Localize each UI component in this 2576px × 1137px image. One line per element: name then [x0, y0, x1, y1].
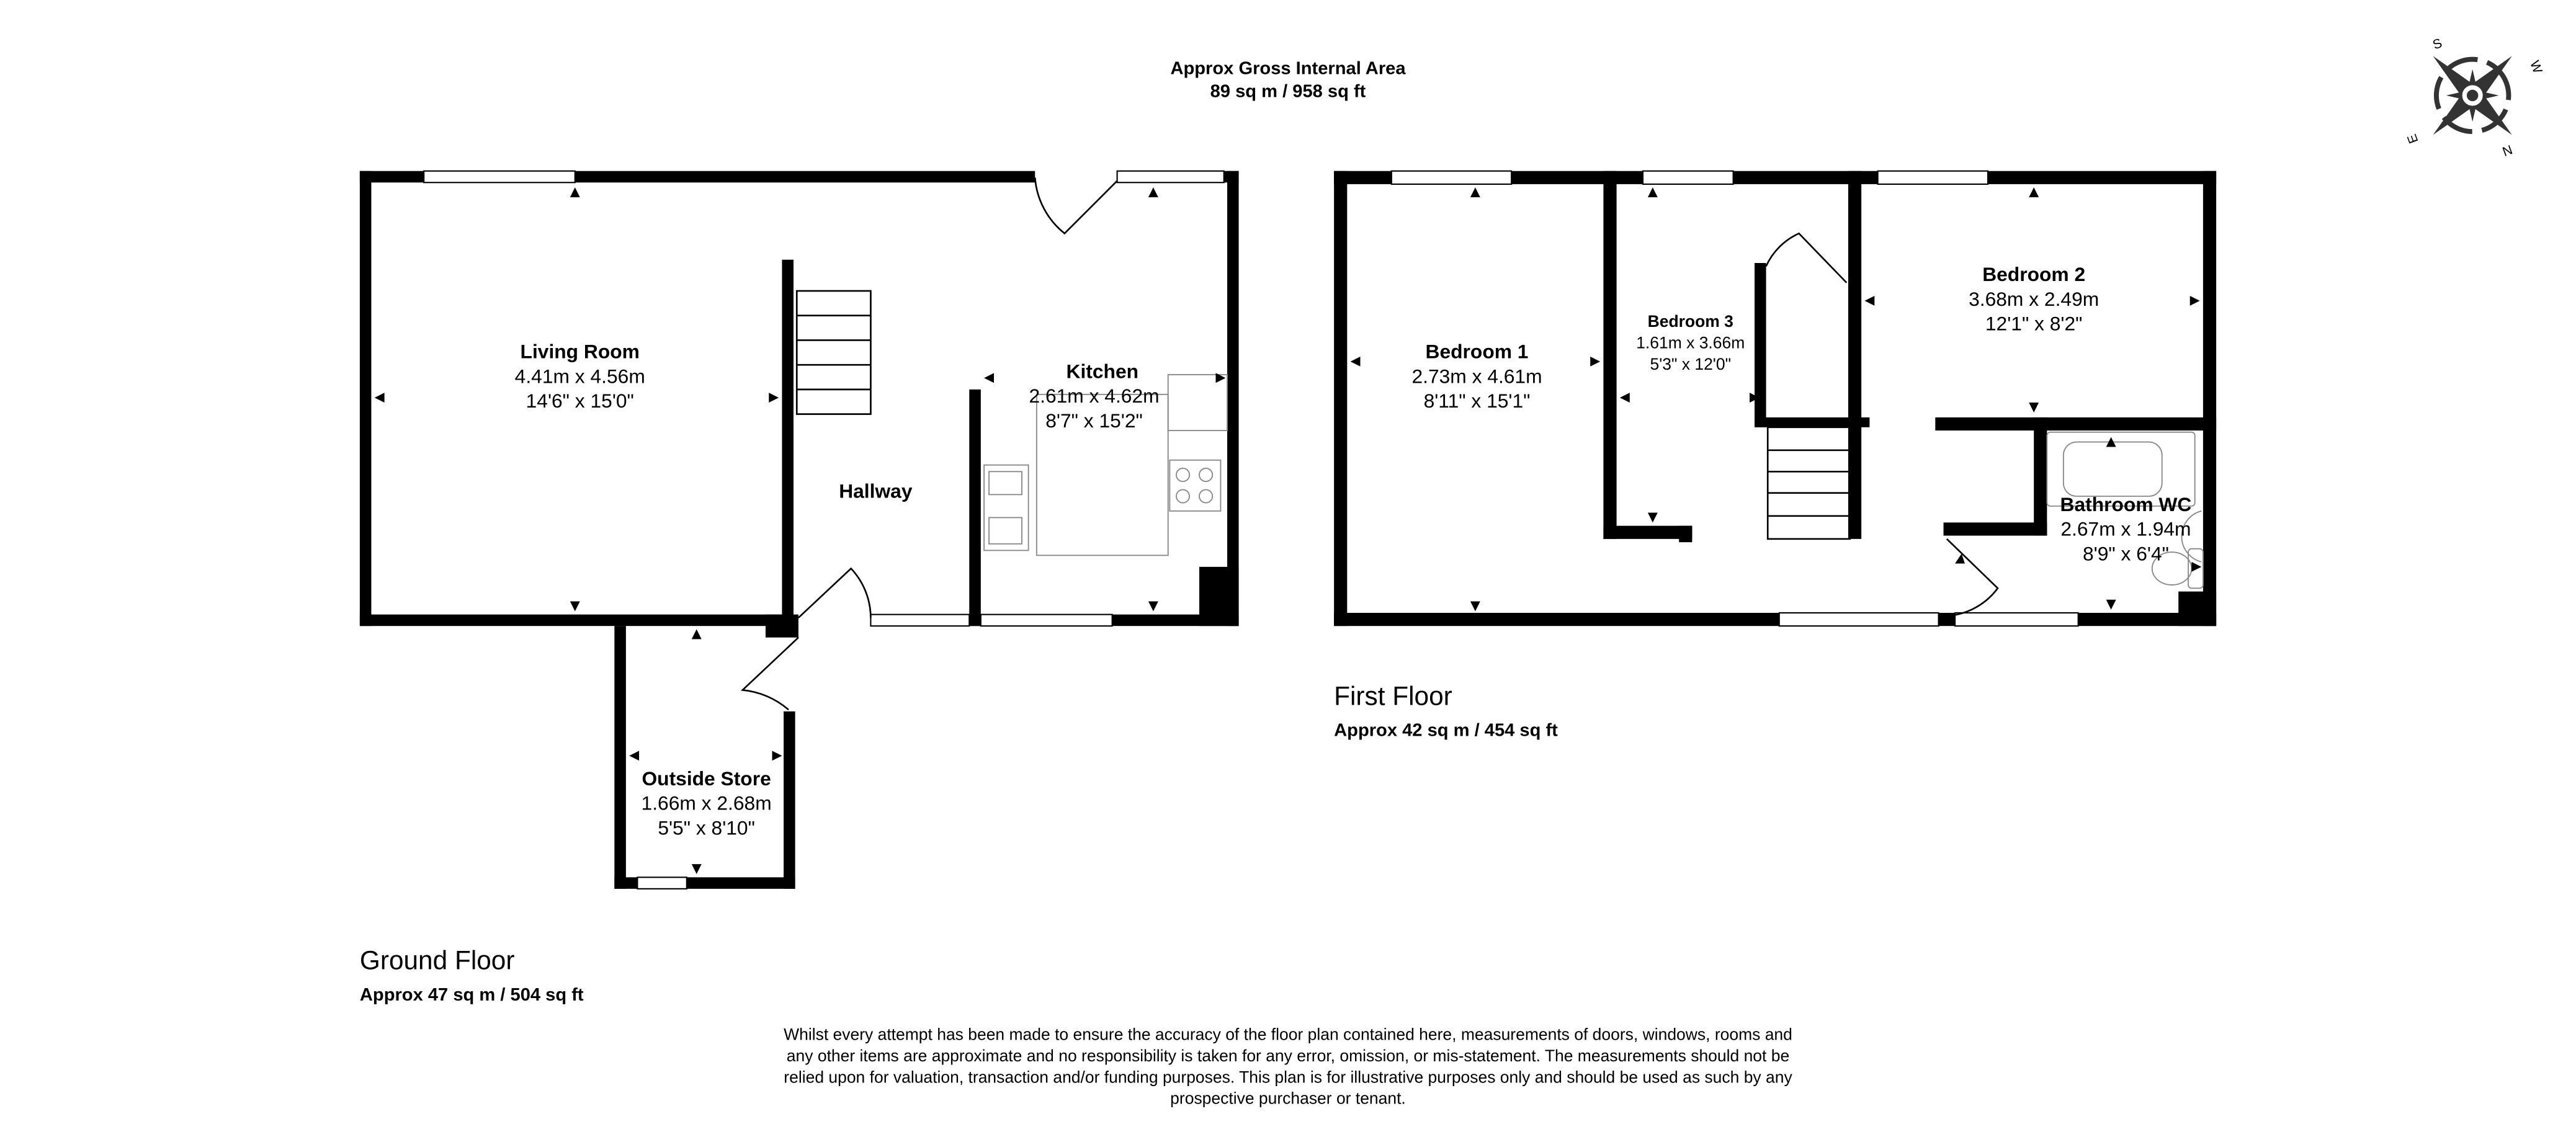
- compass-w: W: [2527, 59, 2544, 76]
- gross-area-title: Approx Gross Internal Area: [1170, 58, 1406, 78]
- worktop: [1167, 374, 1228, 431]
- disclaimer-line: prospective purchaser or tenant.: [1170, 1089, 1406, 1108]
- room-name: Living Room: [521, 341, 640, 363]
- room-imperial: 8'7" x 15'2": [1045, 409, 1143, 432]
- basin-icon: [2181, 510, 2202, 563]
- stairs: [795, 290, 872, 415]
- dimension-arrows: [374, 187, 1226, 875]
- room-imperial: 8'11" x 15'1": [1424, 390, 1531, 412]
- room-metric: 1.61m x 3.66m: [1636, 334, 1745, 352]
- room-metric: 2.67m x 1.94m: [2060, 518, 2191, 540]
- window: [423, 170, 576, 184]
- gross-area-value: 89 sq m / 958 sq ft: [1210, 82, 1366, 102]
- room-name: Bathroom WC: [2060, 493, 2192, 515]
- floor-title: First Floor: [1334, 681, 1452, 710]
- window: [1390, 170, 1513, 185]
- room-metric: 4.41m x 4.56m: [515, 365, 645, 387]
- disclaimer: Whilst every attempt has been made to en…: [784, 1025, 1792, 1107]
- first-floor-plan: Bedroom 1 2.73m x 4.61m 8'11" x 15'1" Be…: [1334, 170, 2217, 741]
- room-imperial: 8'9" x 6'4": [2083, 542, 2169, 564]
- kitchen-door: [1034, 177, 1118, 235]
- room-name: Bedroom 2: [1982, 263, 2085, 285]
- window: [1954, 612, 2079, 627]
- floor-area: Approx 47 sq m / 504 sq ft: [360, 985, 584, 1005]
- disclaimer-line: any other items are approximate and no r…: [787, 1046, 1789, 1065]
- window: [870, 613, 970, 627]
- kitchen-island: [1035, 393, 1169, 556]
- room-imperial: 5'3" x 12'0": [1650, 355, 1731, 373]
- dimension-arrows: [1350, 187, 2202, 612]
- hallway-door: [798, 567, 872, 618]
- bedroom3-door: [1765, 232, 1848, 283]
- room-metric: 2.73m x 4.61m: [1411, 365, 1542, 387]
- window: [1877, 170, 1989, 185]
- hob-icon: [1169, 459, 1222, 512]
- room-name: Outside Store: [642, 767, 771, 790]
- window: [1642, 170, 1734, 185]
- room-metric: 3.68m x 2.49m: [1969, 288, 2099, 310]
- window: [980, 613, 1113, 627]
- bathroom-door: [1941, 538, 1999, 617]
- room-imperial: 12'1" x 8'2": [1985, 313, 2083, 335]
- window: [1778, 612, 1939, 627]
- ground-floor-plan: Living Room 4.41m x 4.56m 14'6" x 15'0" …: [359, 170, 1239, 1005]
- compass-n: N: [2500, 142, 2514, 159]
- sink-icon: [983, 464, 1029, 551]
- floor-title: Ground Floor: [360, 946, 515, 975]
- window: [1116, 170, 1225, 184]
- store-door: [740, 636, 799, 711]
- stairs: [1766, 426, 1851, 540]
- floor-area: Approx 42 sq m / 454 sq ft: [1334, 721, 1558, 741]
- compass-s: S: [2431, 36, 2444, 52]
- disclaimer-line: Whilst every attempt has been made to en…: [784, 1025, 1792, 1043]
- room-name: Bedroom 3: [1648, 312, 1733, 331]
- disclaimer-line: relied upon for valuation, transaction a…: [784, 1068, 1792, 1086]
- room-metric: 2.61m x 4.62m: [1029, 385, 1159, 407]
- room-name: Bedroom 1: [1426, 341, 1529, 363]
- compass-e: E: [2405, 132, 2421, 145]
- room-name: Kitchen: [1067, 360, 1138, 382]
- room-imperial: 5'5" x 8'10": [658, 816, 755, 839]
- room-name: Hallway: [839, 480, 913, 502]
- room-metric: 1.66m x 2.68m: [642, 792, 772, 814]
- gross-area-header: Approx Gross Internal Area 89 sq m / 958…: [1170, 58, 1406, 101]
- compass-rose-icon: [2433, 56, 2512, 135]
- room-imperial: 14'6" x 15'0": [526, 390, 634, 412]
- window: [637, 876, 687, 890]
